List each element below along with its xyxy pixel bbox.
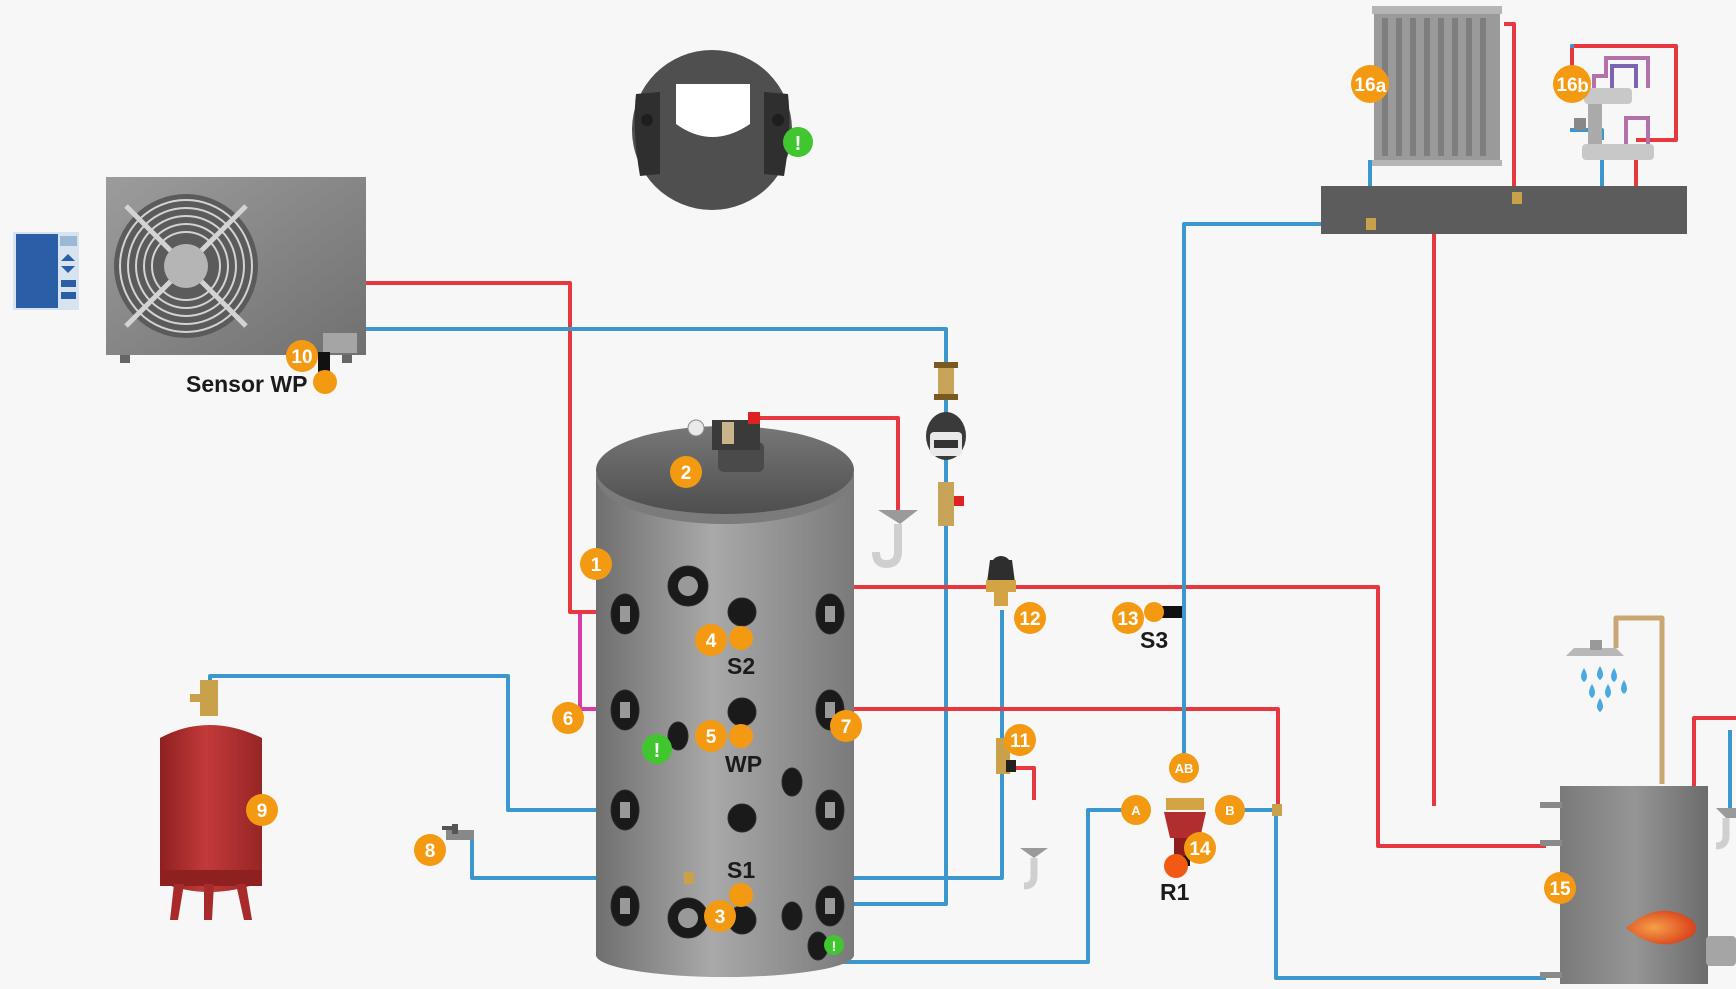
label-s1: S1 [727,857,755,883]
mixing-valve-12 [986,556,1016,606]
badge-11: 11 [1004,724,1036,756]
drain-tap-icon [442,824,474,840]
svg-text:a: a [1376,76,1387,97]
pump-return-pipe [830,510,948,906]
manifold-icon [1574,56,1654,160]
drain-funnel-icon [872,510,918,569]
badge-16a: 16 a [1351,65,1389,103]
hot-water-pipe [1613,615,1665,784]
badge-6: 6 [552,702,584,734]
badge-8: 8 [414,834,446,866]
svg-text:7: 7 [841,717,852,738]
badge-15: 15 [1544,872,1576,904]
heating-supply-pipe [688,585,1546,848]
svg-text:AB: AB [1175,761,1194,776]
radiator-icon [1372,6,1502,166]
controller-icon [13,232,79,310]
badge-5: 5 [695,720,727,752]
alert-mark: ! [654,740,661,762]
badge-9: 9 [246,794,278,826]
svg-text:9: 9 [257,801,268,822]
sensor-s3 [1144,602,1182,622]
svg-text:16: 16 [1556,75,1577,96]
radiator-supply-pipe [1432,160,1638,806]
valve11-line [1010,766,1036,800]
svg-text:1: 1 [591,555,602,576]
badge-12: 12 [1014,602,1046,634]
label-wp: WP [725,751,762,777]
svg-text:14: 14 [1189,839,1211,860]
svg-text:16: 16 [1354,75,1375,96]
radiator16a-supply-pipe [1504,22,1516,198]
svg-text:4: 4 [706,631,717,652]
storage-tank-icon [596,412,854,977]
drain-funnel-icon [1715,808,1736,850]
drain-funnel-icon [1020,848,1048,890]
expansion-vessel-icon [160,680,262,920]
expansion-line [208,674,626,812]
sensor-wp: Sensor WP [186,352,337,397]
label-r1: R1 [1160,879,1190,905]
svg-text:A: A [1131,803,1141,818]
boiler-right-pipe [1692,716,1736,808]
badge-16b: 16 b [1553,65,1591,103]
circulation-pump-icon [926,362,966,526]
svg-text:15: 15 [1549,879,1571,900]
heat-pump-icon [106,177,366,363]
valve-ab-pipe [1182,222,1600,780]
valve-b-pipe [1240,808,1546,980]
valve-port-a: A [1121,795,1151,825]
badge-2: 2 [670,456,702,488]
svg-text:B: B [1225,803,1234,818]
svg-text:b: b [1577,76,1589,97]
floor-supply-loop [1570,44,1678,142]
svg-text:11: 11 [1010,731,1031,752]
valve-port-ab: AB [1169,753,1199,783]
badge-3: 3 [704,900,736,932]
header-pipe [1321,186,1687,234]
pipe-network [208,22,1736,980]
badge-4: 4 [695,624,727,656]
alert-mark: ! [795,133,802,155]
svg-text:12: 12 [1019,609,1040,630]
shower-icon [1566,640,1627,712]
valve-port-b: B [1215,795,1245,825]
badge-1: 1 [580,548,612,580]
svg-text:13: 13 [1117,609,1138,630]
tee-fittings [684,192,1522,884]
boiler-icon [1540,786,1736,984]
safety-valve-drain [756,416,900,512]
alert-mark: ! [832,938,837,954]
outlet7-pipe [832,707,1280,808]
label-s3: S3 [1140,627,1168,653]
svg-text:3: 3 [715,907,726,928]
alert-indicator: ! [642,734,672,764]
badge-7: 7 [830,710,862,742]
label-s2: S2 [727,653,755,679]
badge-13: 13 [1112,602,1144,634]
svg-text:6: 6 [563,709,574,730]
svg-text:2: 2 [681,463,692,484]
badge-14: 14 [1184,832,1216,864]
floor-blue-loop [1570,44,1574,48]
svg-text:8: 8 [425,841,436,862]
svg-text:5: 5 [706,727,717,748]
alert-indicator: ! [824,935,844,955]
sensor-wp-label: Sensor WP [186,371,307,397]
room-thermostat-icon: ! [632,50,813,210]
svg-text:10: 10 [291,347,312,368]
badge-10: 10 [286,340,318,372]
